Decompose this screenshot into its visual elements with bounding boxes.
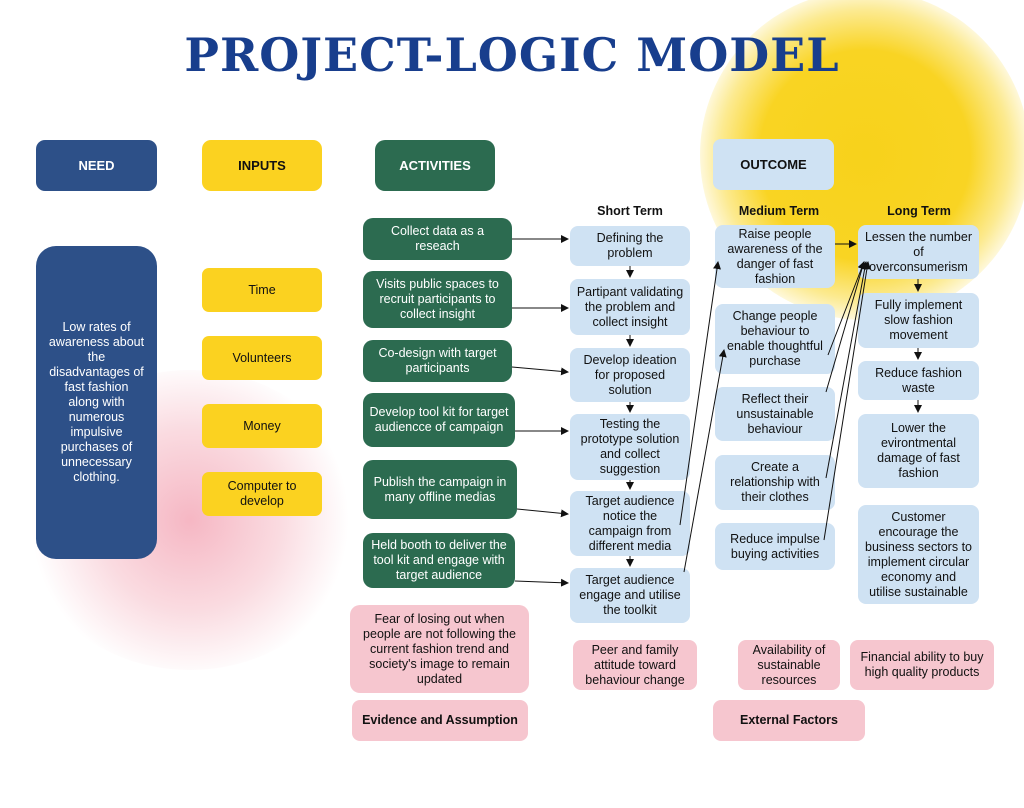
medium-term-item: Reflect their unsustainable behaviour [715,387,835,441]
page-title: PROJECT-LOGIC MODEL [184,28,840,82]
evidence-text: Fear of losing out when people are not f… [350,605,529,693]
activity-held-booth: Held booth to deliver the tool kit and e… [363,533,515,588]
short-term-item: Target audience engage and utilise the t… [570,568,690,623]
need-header: NEED [36,140,157,191]
short-term-item: Testing the prototype solution and colle… [570,414,690,480]
short-term-item: Partipant validating the problem and col… [570,279,690,335]
arrow [825,261,866,393]
long-term-item: Fully implement slow fashion movement [858,293,979,348]
short-term-item: Develop ideation for proposed solution [570,348,690,402]
activity-develop-toolkit: Develop tool kit for target audiencce of… [363,393,515,447]
activity-co-design: Co-design with target participants [363,340,512,382]
long-term-item: Lessen the number of overconsumerism [858,225,979,279]
medium-term-label: Medium Term [738,204,820,218]
need-box: Low rates of awareness about the disadva… [36,246,157,559]
medium-term-item: Change people behaviour to enable though… [715,304,835,374]
input-time: Time [202,268,322,312]
input-money: Money [202,404,322,448]
external-factor-item: Peer and family attitude toward behaviou… [573,640,697,690]
arrow [679,261,721,526]
long-term-item: Reduce fashion waste [858,361,979,400]
medium-term-item: Reduce impulse buying activities [715,523,835,570]
arrow [825,261,869,479]
input-volunteers: Volunteers [202,336,322,380]
activity-publish-campaign: Publish the campaign in many offline med… [363,460,517,519]
medium-term-item: Create a relationship with their clothes [715,455,835,510]
long-term-item: Lower the evirontmental damage of fast f… [858,414,979,488]
external-factor-item: Availability of sustainable resources [738,640,840,690]
activity-visit-public-spaces: Visits public spaces to recruit particip… [363,271,512,328]
medium-term-item: Raise people awareness of the danger of … [715,225,835,288]
inputs-header: INPUTS [202,140,322,191]
evidence-label: Evidence and Assumption [352,700,528,741]
arrow [683,349,727,573]
external-factor-item: Financial ability to buy high quality pr… [850,640,994,690]
arrow [823,261,871,541]
arrow [514,578,569,587]
long-term-label: Long Term [887,204,951,218]
arrow [827,261,866,356]
activities-header: ACTIVITIES [375,140,495,191]
activity-collect-data: Collect data as a reseach [363,218,512,260]
arrow [516,508,569,518]
outcome-header: OUTCOME [713,139,834,190]
arrow [511,366,569,376]
long-term-item: Customer encourage the business sectors … [858,505,979,604]
short-term-item: Defining the problem [570,226,690,266]
short-term-label: Short Term [597,204,663,218]
external-factors-label: External Factors [713,700,865,741]
short-term-item: Target audience notice the campaign from… [570,491,690,556]
input-computer: Computer to develop [202,472,322,516]
